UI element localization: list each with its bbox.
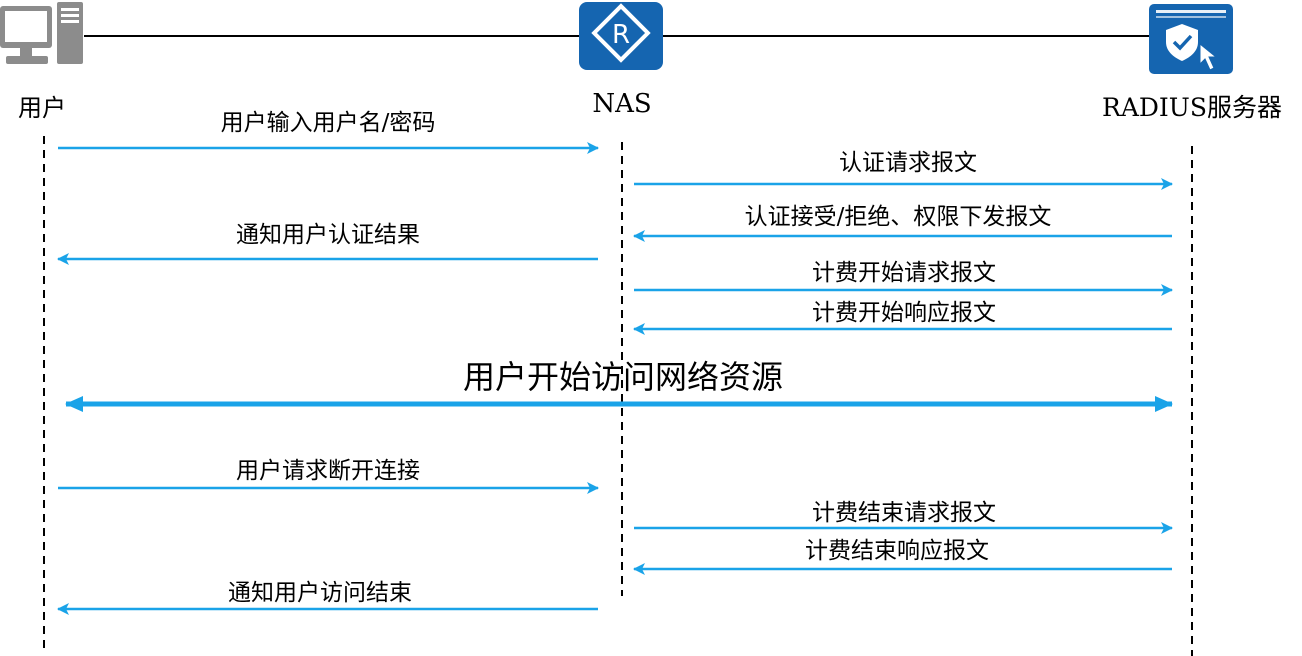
message-7: 用户开始访问网络资源 [65, 358, 1173, 412]
message-10: 计费结束响应报文 [633, 538, 1172, 575]
node-label-radius: RADIUS服务器 [1102, 93, 1282, 122]
message-1: 用户输入用户名/密码 [58, 110, 599, 154]
node-label-user: 用户 [18, 94, 66, 122]
message-label: 计费开始请求报文 [812, 260, 996, 286]
svg-text:R: R [612, 20, 630, 50]
message-3: 认证接受/拒绝、权限下发报文 [633, 204, 1172, 242]
message-2: 认证请求报文 [634, 150, 1173, 190]
message-label: 用户开始访问网络资源 [463, 358, 783, 396]
message-8: 用户请求断开连接 [58, 458, 599, 494]
message-11: 通知用户访问结束 [57, 580, 598, 615]
message-4: 通知用户认证结果 [57, 222, 598, 265]
messages: 用户输入用户名/密码认证请求报文认证接受/拒绝、权限下发报文通知用户认证结果计费… [57, 110, 1173, 615]
message-label: 计费结束请求报文 [812, 500, 996, 526]
message-label: 用户输入用户名/密码 [221, 110, 436, 136]
message-label: 计费结束响应报文 [805, 538, 989, 564]
message-label: 计费开始响应报文 [812, 300, 996, 326]
message-label: 通知用户认证结果 [236, 222, 420, 248]
message-label: 通知用户访问结束 [228, 580, 412, 606]
node-label-nas: NAS [592, 89, 651, 119]
computer-icon [0, 2, 83, 64]
message-9: 计费结束请求报文 [634, 500, 1173, 534]
router-icon: R [579, 2, 663, 70]
message-5: 计费开始请求报文 [634, 260, 1173, 296]
message-label: 用户请求断开连接 [236, 458, 420, 484]
security-server-icon [1149, 4, 1233, 74]
message-label: 认证接受/拒绝、权限下发报文 [745, 204, 1052, 230]
message-6: 计费开始响应报文 [633, 300, 1172, 335]
message-label: 认证请求报文 [839, 150, 977, 176]
